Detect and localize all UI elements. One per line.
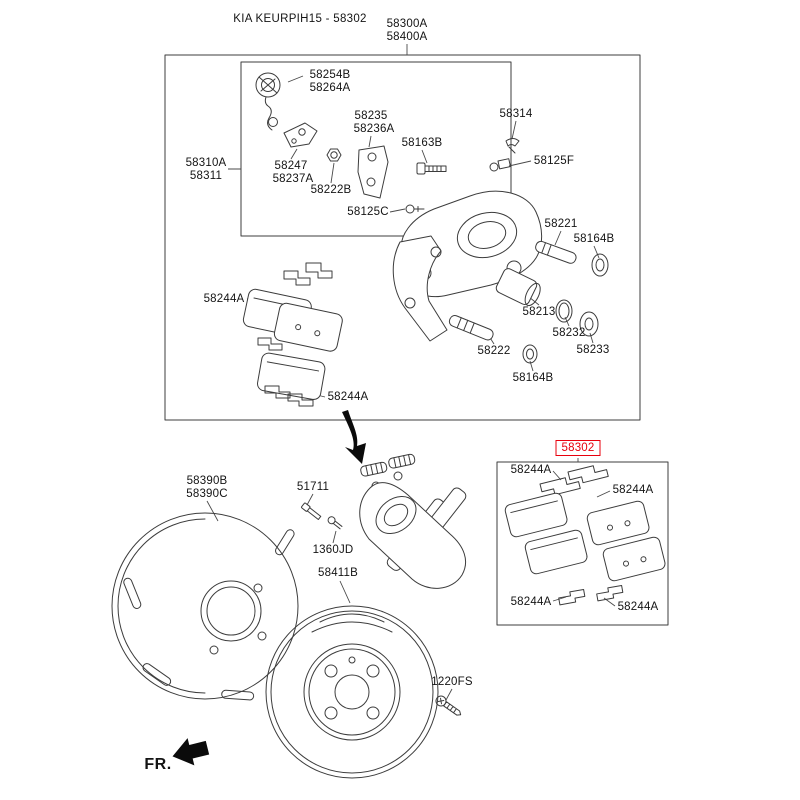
assembly-outer-box bbox=[164, 54, 641, 421]
part-label-58390C: 58390C bbox=[186, 488, 228, 500]
bracket-58247 bbox=[283, 122, 318, 148]
guide-rod-58222 bbox=[448, 315, 494, 341]
pad-clips-upper bbox=[283, 262, 333, 286]
fitting-58125F bbox=[489, 158, 511, 172]
part-label-58390B: 58390B bbox=[186, 475, 228, 487]
catalog-title: KIA KEURPIH15 - 58302 bbox=[233, 13, 367, 25]
part-label-58222B: 58222B bbox=[310, 184, 352, 196]
bolt-58125C bbox=[405, 204, 425, 214]
part-label-1220FS: 1220FS bbox=[431, 676, 473, 688]
part-label-58235: 58235 bbox=[354, 110, 388, 122]
dust-shield bbox=[111, 512, 299, 701]
bolt-1360JD bbox=[327, 516, 343, 530]
kit-shims bbox=[539, 465, 609, 496]
screw-1220FS bbox=[435, 695, 462, 716]
part-label-58232: 58232 bbox=[552, 327, 586, 339]
guide-rod-58221 bbox=[535, 240, 577, 264]
boot-58233 bbox=[579, 311, 599, 337]
part-label-58163B: 58163B bbox=[401, 137, 443, 149]
brake-disc bbox=[265, 605, 439, 779]
part-label-58244A-kit-tl: 58244A bbox=[510, 464, 552, 476]
bleeder-cap-58254B bbox=[255, 72, 281, 131]
kit-pad-4 bbox=[602, 536, 666, 582]
fr-direction-arrow bbox=[172, 738, 210, 766]
clip-58314 bbox=[505, 138, 520, 154]
nut-58222B bbox=[326, 148, 342, 162]
caliper-carrier bbox=[392, 235, 448, 342]
part-label-58314: 58314 bbox=[499, 108, 533, 120]
pad-clips-bottom bbox=[264, 385, 314, 407]
part-label-58300A: 58300A bbox=[386, 18, 428, 30]
pad-kit-box bbox=[496, 461, 669, 626]
brake-pad-left-2 bbox=[273, 302, 343, 352]
part-label-58233: 58233 bbox=[576, 344, 610, 356]
part-label-58244A-kit-bl: 58244A bbox=[510, 596, 552, 608]
part-label-58125C: 58125C bbox=[347, 206, 389, 218]
part-label-58302-highlighted[interactable]: 58302 bbox=[555, 440, 601, 456]
part-label-58254B: 58254B bbox=[309, 69, 351, 81]
part-label-58311: 58311 bbox=[189, 170, 223, 182]
part-label-58164B-lower: 58164B bbox=[512, 372, 554, 384]
part-label-58264A: 58264A bbox=[309, 82, 351, 94]
part-label-58236A: 58236A bbox=[353, 123, 395, 135]
pad-clip-mid bbox=[257, 337, 283, 351]
bracket-58235 bbox=[357, 145, 389, 199]
part-label-58310A: 58310A bbox=[185, 157, 227, 169]
kit-pad-1 bbox=[504, 492, 568, 538]
part-label-51711: 51711 bbox=[296, 481, 330, 493]
part-label-58400A: 58400A bbox=[386, 31, 428, 43]
kit-pad-2 bbox=[586, 500, 650, 546]
part-label-58222: 58222 bbox=[477, 345, 511, 357]
kit-pad-3 bbox=[524, 529, 588, 575]
section-arrow bbox=[342, 410, 366, 464]
part-label-1360JD: 1360JD bbox=[312, 544, 354, 556]
part-label-58244A-kit-tr: 58244A bbox=[612, 484, 654, 496]
seal-58232 bbox=[555, 299, 573, 323]
part-label-58247: 58247 bbox=[274, 160, 308, 172]
part-label-58244A-bottom: 58244A bbox=[327, 391, 369, 403]
part-label-58213: 58213 bbox=[522, 306, 556, 318]
part-label-58411B: 58411B bbox=[318, 567, 358, 579]
part-label-58164B-upper: 58164B bbox=[573, 233, 615, 245]
part-label-58221: 58221 bbox=[544, 218, 578, 230]
boot-58164B-upper bbox=[591, 253, 609, 277]
part-label-58244A-left: 58244A bbox=[203, 293, 245, 305]
bolt-58163B bbox=[416, 162, 447, 175]
boot-58164B-lower bbox=[522, 344, 538, 364]
part-label-58125F: 58125F bbox=[533, 155, 575, 167]
fr-label: FR. bbox=[144, 756, 172, 773]
bolt-51711 bbox=[301, 502, 322, 521]
part-label-58237A: 58237A bbox=[272, 173, 314, 185]
caliper-assembly bbox=[359, 453, 467, 589]
piston-58213 bbox=[495, 268, 541, 307]
part-label-58244A-kit-br: 58244A bbox=[617, 601, 659, 613]
kit-clips bbox=[558, 584, 624, 606]
